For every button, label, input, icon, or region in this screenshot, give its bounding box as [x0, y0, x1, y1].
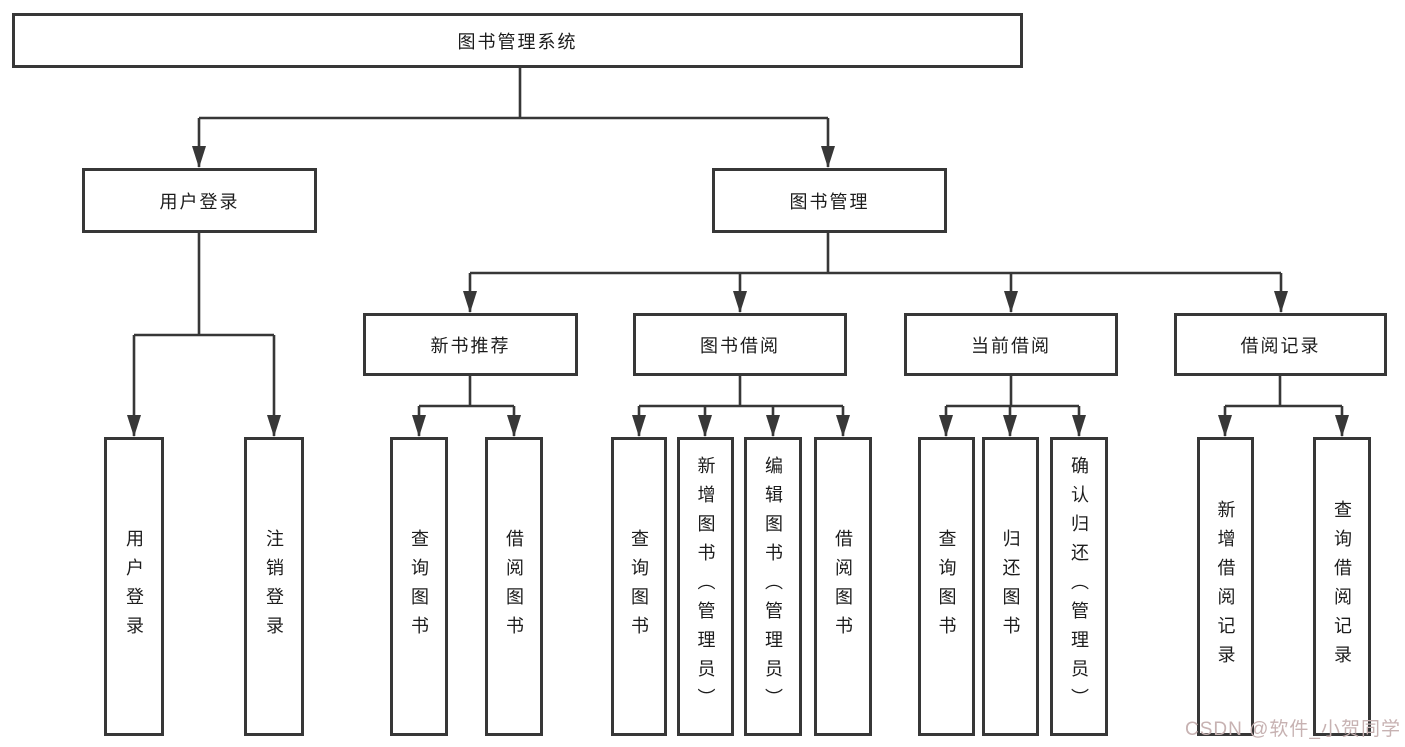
leaf-current-confirm-return-admin-label: 确认归还（管理员） — [1069, 456, 1089, 717]
leaf-borrow-add-book-admin-label: 新增图书（管理员） — [695, 456, 716, 717]
node-user-login-label: 用户登录 — [159, 191, 240, 212]
leaf-borrow-borrow-book: 借阅图书 — [814, 437, 872, 736]
node-book-borrow: 图书借阅 — [633, 313, 847, 376]
node-book-management-label: 图书管理 — [789, 191, 870, 212]
leaf-user-login-label: 用户登录 — [124, 528, 144, 645]
node-new-book-recommend-label: 新书推荐 — [430, 335, 511, 356]
node-user-login: 用户登录 — [82, 168, 317, 233]
leaf-borrow-edit-book-admin-label: 编辑图书（管理员） — [763, 456, 783, 717]
leaf-current-query-book-label: 查询图书 — [936, 528, 957, 645]
node-borrow-records-label: 借阅记录 — [1240, 335, 1321, 356]
leaf-user-login: 用户登录 — [104, 437, 164, 736]
connector-user-login-branch — [127, 233, 281, 437]
connector-book-borrow-branch — [632, 376, 850, 437]
node-new-book-recommend: 新书推荐 — [363, 313, 578, 376]
node-book-management: 图书管理 — [712, 168, 947, 233]
leaf-records-query-record: 查询借阅记录 — [1313, 437, 1371, 736]
leaf-recommend-query-book: 查询图书 — [390, 437, 448, 736]
leaf-borrow-query-book: 查询图书 — [611, 437, 667, 736]
node-borrow-records: 借阅记录 — [1174, 313, 1387, 376]
leaf-records-query-record-label: 查询借阅记录 — [1332, 499, 1352, 674]
leaf-records-add-record-label: 新增借阅记录 — [1215, 499, 1236, 674]
leaf-current-return-book: 归还图书 — [982, 437, 1039, 736]
connector-current-borrow-branch — [939, 376, 1086, 437]
leaf-current-return-book-label: 归还图书 — [1000, 528, 1021, 645]
leaf-current-confirm-return-admin: 确认归还（管理员） — [1050, 437, 1108, 736]
leaf-logout-label: 注销登录 — [264, 528, 284, 645]
leaf-logout: 注销登录 — [244, 437, 304, 736]
connector-new-book-recommend-branch — [412, 376, 521, 437]
leaf-recommend-borrow-book-label: 借阅图书 — [504, 528, 524, 645]
connector-root-to-level2 — [192, 68, 835, 168]
connector-book-management-to-level3 — [463, 233, 1288, 313]
leaf-records-add-record: 新增借阅记录 — [1197, 437, 1254, 736]
node-root-label: 图书管理系统 — [457, 31, 578, 52]
leaf-current-query-book: 查询图书 — [918, 437, 975, 736]
node-current-borrow-label: 当前借阅 — [971, 335, 1051, 356]
leaf-borrow-add-book-admin: 新增图书（管理员） — [677, 437, 734, 736]
node-current-borrow: 当前借阅 — [904, 313, 1118, 376]
leaf-borrow-borrow-book-label: 借阅图书 — [833, 528, 853, 645]
leaf-recommend-query-book-label: 查询图书 — [409, 528, 429, 645]
node-book-borrow-label: 图书借阅 — [700, 335, 780, 356]
connector-borrow-records-branch — [1218, 376, 1349, 437]
leaf-recommend-borrow-book: 借阅图书 — [485, 437, 543, 736]
leaf-borrow-edit-book-admin: 编辑图书（管理员） — [744, 437, 802, 736]
csdn-watermark: CSDN @软件_小贺同学 — [1185, 719, 1401, 740]
node-root: 图书管理系统 — [12, 13, 1023, 68]
leaf-borrow-query-book-label: 查询图书 — [629, 528, 649, 645]
